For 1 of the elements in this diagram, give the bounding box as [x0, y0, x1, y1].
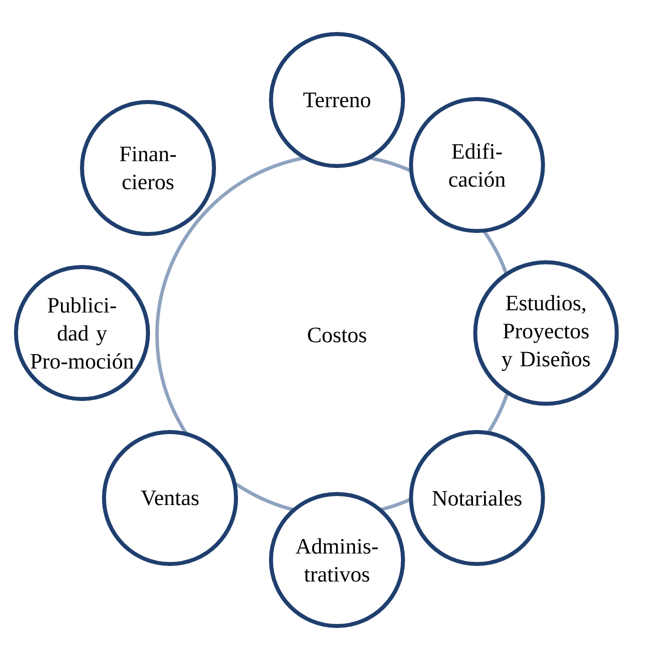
node-label: Adminis-trativos: [296, 538, 378, 582]
